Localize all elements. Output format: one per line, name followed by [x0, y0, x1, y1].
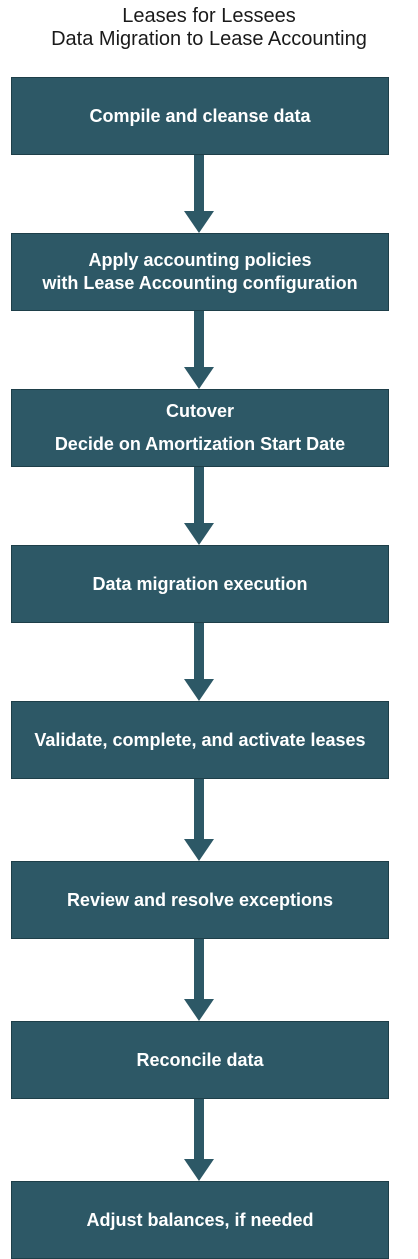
step-label: Compile and cleanse data	[89, 105, 311, 126]
step-adjust-balances: Adjust balances, if needed	[11, 1181, 389, 1259]
arrow-down-icon	[184, 1099, 214, 1181]
step-review-exceptions: Review and resolve exceptions	[11, 861, 389, 939]
step-label: Adjust balances, if needed	[86, 1209, 314, 1230]
step-compile-cleanse: Compile and cleanse data	[11, 77, 389, 155]
diagram-title-line-2: Data Migration to Lease Accounting	[51, 28, 367, 50]
step-label: with Lease Accounting configuration	[42, 273, 358, 293]
step-label: Review and resolve exceptions	[66, 889, 334, 910]
arrow-down-icon	[184, 467, 214, 545]
step-apply-policies: Apply accounting policies with Lease Acc…	[11, 233, 389, 311]
arrow-down-icon	[184, 623, 214, 701]
arrow-down-icon	[184, 939, 214, 1021]
diagram-title-line-1: Leases for Lessees	[122, 5, 296, 27]
step-label: Decide on Amortization Start Date	[54, 434, 346, 454]
step-label: Reconcile data	[136, 1049, 264, 1070]
step-validate-activate: Validate, complete, and activate leases	[11, 701, 389, 779]
step-data-migration-execution: Data migration execution	[11, 545, 389, 623]
arrow-down-icon	[184, 779, 214, 861]
step-label: Validate, complete, and activate leases	[34, 729, 366, 750]
step-reconcile-data: Reconcile data	[11, 1021, 389, 1099]
step-cutover: Cutover Decide on Amortization Start Dat…	[11, 389, 389, 467]
step-label: Apply accounting policies	[88, 250, 312, 270]
arrow-down-icon	[184, 155, 214, 233]
step-label: Data migration execution	[92, 573, 308, 594]
step-label: Cutover	[165, 401, 234, 421]
arrow-down-icon	[184, 311, 214, 389]
